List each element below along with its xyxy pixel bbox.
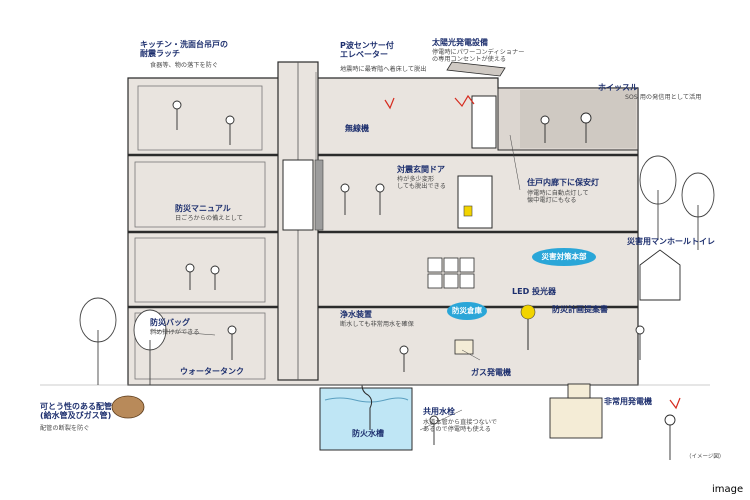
corner-image-label: image: [712, 484, 744, 495]
solar-desc: 停電時にパワーコンディショナー の専用コンセントが使える: [432, 49, 525, 64]
quake-mark: [384, 97, 395, 110]
hall-light-title: 住戸内廊下に保安灯: [527, 178, 599, 187]
seismic-door-desc: 枠が多少変形 しても脱出できる: [397, 176, 446, 191]
room-outline: [137, 85, 263, 151]
flex-pipe-desc: 配管の断裂を防ぐ: [40, 425, 90, 432]
plan-title: 防災計画提案書: [552, 305, 608, 314]
elevator-title: P波センサー付 エレベーター: [340, 41, 394, 60]
purifier-desc: 断水しても非常用水を確保: [340, 321, 414, 328]
manhole-toilet-tent: [639, 249, 681, 301]
emergency-generator: [549, 397, 603, 439]
radio-title: 無線機: [345, 124, 369, 133]
elevator-car: [282, 159, 314, 231]
manual-desc: 日ごろからの備えとして: [175, 215, 243, 222]
purifier-title: 浄水装置: [340, 310, 372, 319]
led-floodlight-title: LED 投光器: [512, 287, 556, 296]
seismic-door: [457, 175, 493, 229]
elevator-desc: 地震時に最寄階へ着床して脱出: [340, 66, 427, 73]
people-figures: [172, 100, 676, 460]
window-grid: [427, 257, 475, 289]
solar-title: 太陽光発電設備: [432, 38, 488, 47]
tree-right: [639, 155, 715, 250]
manual-title: 防災マニュアル: [175, 204, 231, 213]
gas-generator-title: ガス発電機: [471, 368, 511, 377]
led-floodlight: [520, 304, 536, 320]
room-outline: [134, 312, 266, 380]
bag-title: 防災バッグ: [150, 318, 190, 327]
flex-pipe-title: 可とう性のある配管 (給水管及びガス管): [40, 402, 112, 421]
manhole-toilet-title: 災害用マンホールトイレ: [627, 237, 715, 246]
quake-mark: [669, 397, 681, 410]
security-light: [463, 205, 473, 217]
hall-light-desc: 停電時に自動点灯して 懐中電灯にもなる: [527, 190, 589, 205]
quake-mark: [454, 94, 475, 108]
warehouse-badge: 防災倉庫: [447, 302, 487, 320]
bag-desc: 斜め掛けができる: [150, 329, 200, 336]
kitchen-latch-title: キッチン・洗面台吊戸の 耐震ラッチ: [140, 40, 228, 59]
seismic-door-title: 対震玄関ドア: [397, 165, 445, 174]
emergency-generator-title: 非常用発電機: [604, 397, 652, 406]
water-tank-title: ウォータータンク: [180, 367, 244, 376]
room-outline: [134, 237, 266, 303]
image-note: （イメージ図）: [686, 454, 725, 460]
room-outline: [134, 161, 266, 228]
faucet-desc: 水道本管から直接つないで あるので停電時も使える: [423, 419, 498, 434]
flexible-pipe: [111, 395, 145, 419]
fire-water-tank: [319, 387, 413, 451]
gas-generator: [454, 339, 474, 355]
hq-badge: 災害対策本部: [532, 248, 596, 266]
kitchen-latch-desc: 食器等、物の落下を防ぐ: [150, 62, 219, 69]
faucet-title: 共用水栓: [423, 407, 455, 416]
fire-tank-title: 防火水槽: [352, 429, 384, 438]
leader-lines: [149, 72, 521, 431]
whistle-desc: SOS 用の発信用として活用: [625, 94, 702, 101]
terrace-wall: [520, 90, 636, 148]
solar-panel: [446, 61, 506, 77]
whistle-title: ホイッスル: [598, 83, 638, 92]
entrance-door-top: [471, 95, 497, 149]
